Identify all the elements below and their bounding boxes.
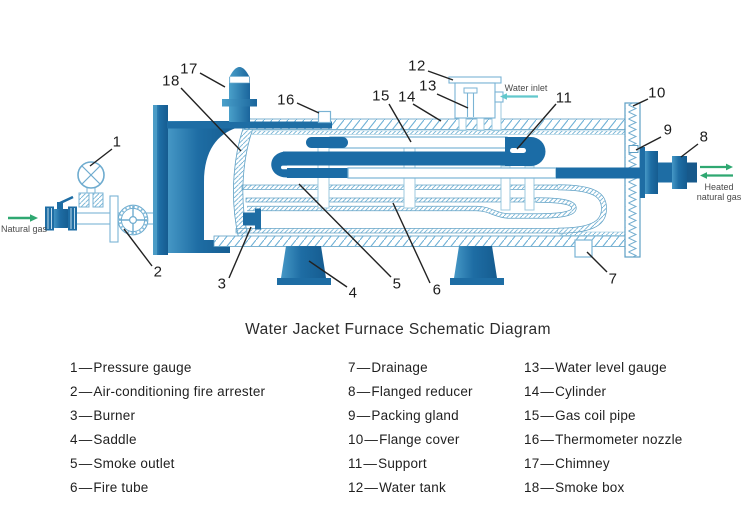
- legend-item-12: 12—Water tank: [348, 479, 446, 495]
- callout-7: 7: [608, 270, 618, 288]
- fire-tube: [235, 184, 607, 234]
- callout-9: 9: [663, 121, 673, 139]
- saddle-right: [450, 246, 504, 285]
- gas-inlet-train: [8, 161, 157, 243]
- heated-gas-label-line2: natural gas: [696, 192, 742, 202]
- legend-item-14: 14—Cylinder: [524, 383, 607, 399]
- legend-column-2: 7—Drainage 8—Flanged reducer 9—Packing g…: [348, 355, 473, 499]
- water-inlet-label: Water inlet: [504, 83, 548, 93]
- callout-3: 3: [217, 275, 227, 293]
- thermometer-nozzle: [317, 110, 332, 124]
- callout-2: 2: [153, 263, 163, 281]
- legend-item-6: 6—Fire tube: [70, 479, 149, 495]
- legend-item-17: 17—Chimney: [524, 455, 610, 471]
- fire-arrester-wheel: [117, 204, 149, 236]
- smoke-box-roof-bar: [167, 121, 332, 129]
- heated-gas-return-arrow: [700, 172, 733, 179]
- legend-item-11: 11—Support: [348, 455, 427, 471]
- callout-13: 13: [419, 77, 437, 95]
- legend-column-1: 1—Pressure gauge 2—Air-conditioning fire…: [70, 355, 265, 499]
- legend-item-8: 8—Flanged reducer: [348, 383, 473, 399]
- heated-gas-label: Heated natural gas: [697, 182, 742, 202]
- callout-17: 17: [180, 60, 198, 78]
- legend-item-10: 10—Flange cover: [348, 431, 460, 447]
- callout-1: 1: [112, 133, 122, 151]
- callout-14: 14: [398, 88, 416, 106]
- callout-leader-lines: [89, 70, 699, 288]
- callout-18: 18: [162, 72, 180, 90]
- natural-gas-flow-arrow: [8, 214, 38, 222]
- burner: [243, 208, 261, 230]
- callout-12: 12: [408, 57, 426, 75]
- legend-item-16: 16—Thermometer nozzle: [524, 431, 683, 447]
- callout-8: 8: [699, 128, 709, 146]
- callout-5: 5: [392, 275, 402, 293]
- callout-11: 11: [555, 89, 573, 107]
- legend-item-18: 18—Smoke box: [524, 479, 625, 495]
- legend-item-1: 1—Pressure gauge: [70, 359, 192, 375]
- water-level-gauge: [463, 87, 478, 117]
- flanged-reducer: [640, 147, 697, 198]
- furnace-schematic-drawing: [8, 67, 733, 288]
- callout-15: 15: [372, 87, 390, 105]
- gas-coil-pipe: [271, 136, 645, 179]
- legend-item-4: 4—Saddle: [70, 431, 137, 447]
- water-tank: [448, 76, 504, 119]
- callout-6: 6: [432, 281, 442, 299]
- chimney: [222, 67, 257, 122]
- diagram-title: Water Jacket Furnace Schematic Diagram: [245, 321, 551, 338]
- natural-gas-label: Natural gas: [0, 224, 48, 234]
- heated-gas-out-arrow: [700, 163, 733, 171]
- water-inlet-arrow: [500, 93, 538, 100]
- ball-valve: [45, 195, 77, 231]
- saddle-left: [277, 246, 331, 285]
- legend-item-9: 9—Packing gland: [348, 407, 459, 423]
- callout-16: 16: [277, 91, 295, 109]
- callout-4: 4: [348, 284, 358, 302]
- smoke-box: [153, 105, 236, 255]
- flange-cover: [624, 102, 641, 258]
- legend-column-3: 13—Water level gauge 14—Cylinder 15—Gas …: [524, 355, 683, 499]
- legend-item-3: 3—Burner: [70, 407, 136, 423]
- heated-gas-label-line1: Heated: [704, 182, 734, 192]
- callout-10: 10: [648, 84, 666, 102]
- inlet-pipe: [75, 212, 113, 225]
- pipe-flange-plate: [109, 195, 119, 243]
- legend-item-5: 5—Smoke outlet: [70, 455, 175, 471]
- legend-item-7: 7—Drainage: [348, 359, 428, 375]
- legend-item-2: 2—Air-conditioning fire arrester: [70, 383, 266, 399]
- pressure-gauge: [77, 161, 105, 208]
- legend-item-13: 13—Water level gauge: [524, 359, 667, 375]
- legend-item-15: 15—Gas coil pipe: [524, 407, 636, 423]
